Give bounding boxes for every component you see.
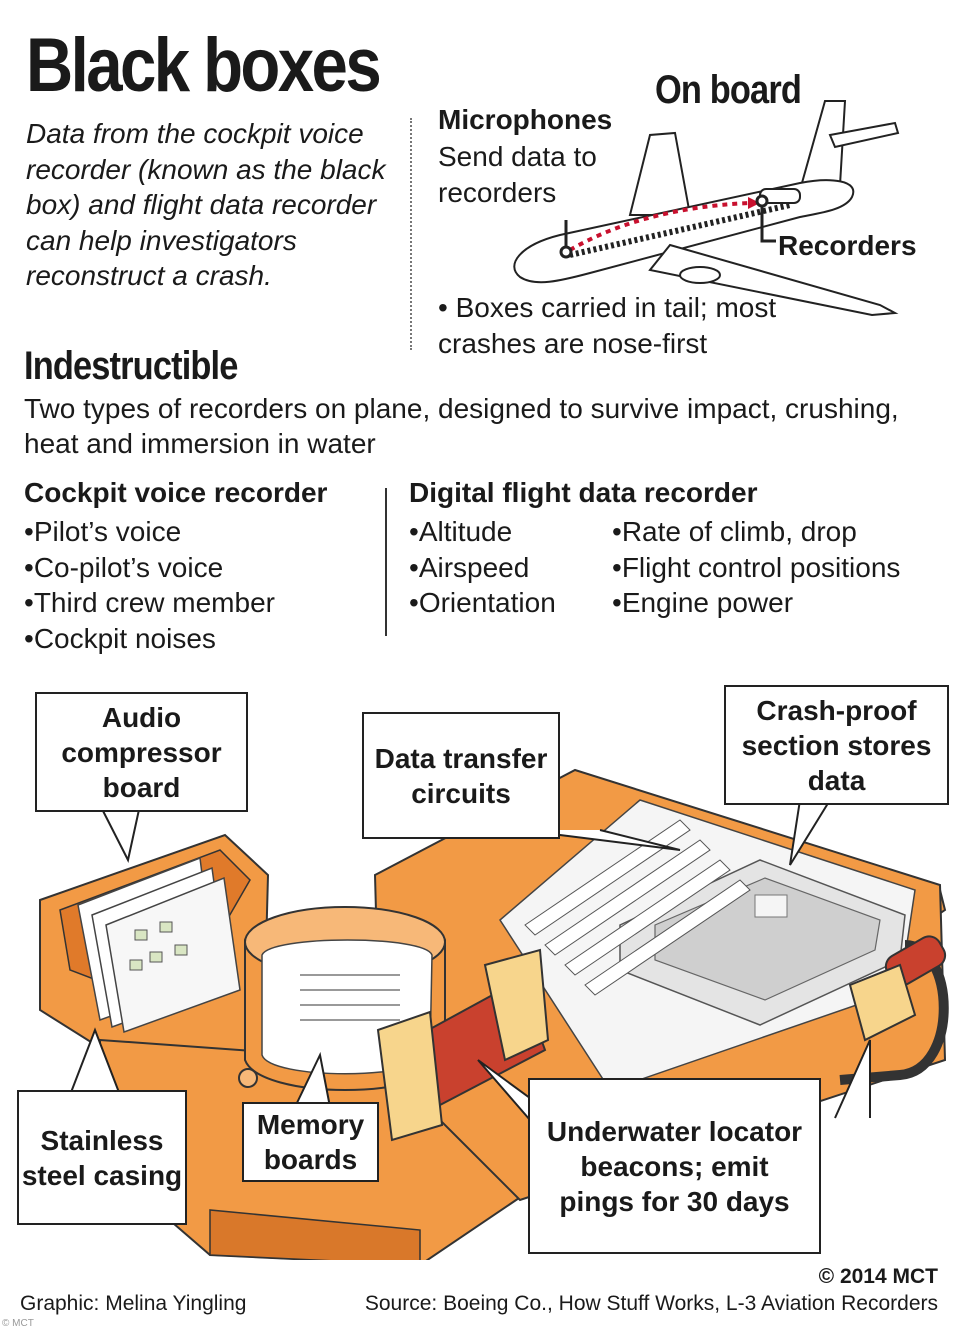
list-item: Co-pilot’s voice <box>24 550 275 586</box>
cvr-heading: Cockpit voice recorder <box>24 477 328 508</box>
list-item: Rate of climb, drop <box>612 514 900 550</box>
dfdr-list-left: Altitude Airspeed Orientation <box>409 514 556 621</box>
tail-note: • Boxes carried in tail; most crashes ar… <box>438 292 777 359</box>
callout-audio-compressor-board: Audio compressor board <box>35 692 248 812</box>
indestructible-description: Two types of recorders on plane, designe… <box>24 393 899 459</box>
list-item: Third crew member <box>24 585 275 621</box>
callout-memory-boards: Memory boards <box>242 1102 379 1182</box>
dfdr-heading: Digital flight data recorder <box>409 477 758 508</box>
cvr-list: Pilot’s voice Co-pilot’s voice Third cre… <box>24 514 275 656</box>
list-item: Pilot’s voice <box>24 514 275 550</box>
on-board-heading: On board <box>655 68 802 112</box>
callout-data-transfer-circuits: Data transfer circuits <box>362 712 560 839</box>
source-credit: Source: Boeing Co., How Stuff Works, L-3… <box>364 1292 938 1315</box>
copyright: © 2014 MCT <box>818 1265 938 1288</box>
column-divider <box>385 488 387 636</box>
list-item: Airspeed <box>409 550 556 586</box>
intro-text: Data from the cockpit voice recorder (kn… <box>26 118 386 291</box>
indestructible-heading: Indestructible <box>24 344 238 388</box>
callout-underwater-locator-beacons: Underwater locator beacons; emit pings f… <box>528 1078 821 1254</box>
corner-tag: © MCT <box>2 1318 34 1329</box>
dotted-divider <box>410 118 412 350</box>
microphones-label: Microphones <box>438 104 613 135</box>
list-item: Altitude <box>409 514 556 550</box>
list-item: Engine power <box>612 585 900 621</box>
graphic-credit: Graphic: Melina Yingling <box>20 1292 247 1315</box>
list-item: Flight control positions <box>612 550 901 586</box>
callout-stainless-steel-casing: Stainless steel casing <box>17 1090 187 1225</box>
recorders-label: Recorders <box>778 230 917 261</box>
microphones-description: Send data to recorders <box>438 141 597 208</box>
list-item: Cockpit noises <box>24 621 275 657</box>
airplane-illustration <box>513 100 900 317</box>
callout-crash-proof-section: Crash-proof section stores data <box>724 685 949 805</box>
list-item: Orientation <box>409 585 556 621</box>
dfdr-list-right: Rate of climb, drop Flight control posit… <box>612 514 901 621</box>
page-title: Black boxes <box>26 23 382 108</box>
